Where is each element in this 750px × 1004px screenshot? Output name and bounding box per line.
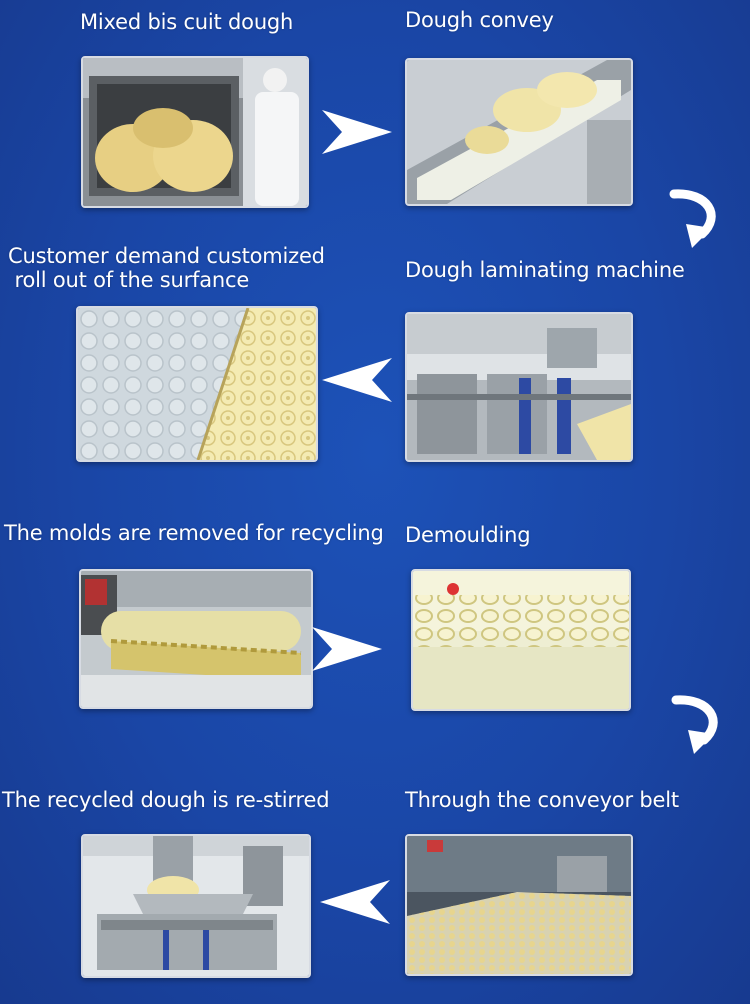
laminating-machine-photo: [405, 312, 633, 462]
mixed-dough-photo: [81, 56, 309, 208]
conveyor-belt-photo: [405, 834, 633, 976]
step-4-label-line-1: Customer demand customized: [8, 244, 325, 268]
custom-surface-photo: [76, 306, 318, 462]
curved-arrow-down-icon: [669, 189, 716, 248]
dough-convey-photo: [405, 58, 633, 206]
step-5-label: The molds are removed for recycling: [4, 521, 384, 545]
arrow-left-icon: [322, 358, 392, 402]
step-6-label: Demoulding: [405, 523, 531, 547]
step-3-label: Dough laminating machine: [405, 258, 685, 282]
arrow-right-icon-2: [312, 627, 382, 671]
arrow-left-icon-2: [320, 880, 390, 924]
demoulding-photo: [411, 569, 631, 711]
curved-arrow-down-icon-2: [671, 695, 718, 754]
arrow-right-icon: [322, 110, 392, 154]
step-4-label-line-2: roll out of the surfance: [8, 268, 250, 292]
mold-recycling-photo: [79, 569, 313, 709]
step-4-label: Customer demand customized roll out of t…: [8, 244, 348, 292]
step-8-label: The recycled dough is re-stirred: [2, 788, 330, 812]
step-2-label: Dough convey: [405, 8, 554, 32]
re-stirred-dough-photo: [81, 834, 311, 978]
step-1-label: Mixed bis cuit dough: [80, 10, 294, 34]
step-7-label: Through the conveyor belt: [405, 788, 679, 812]
